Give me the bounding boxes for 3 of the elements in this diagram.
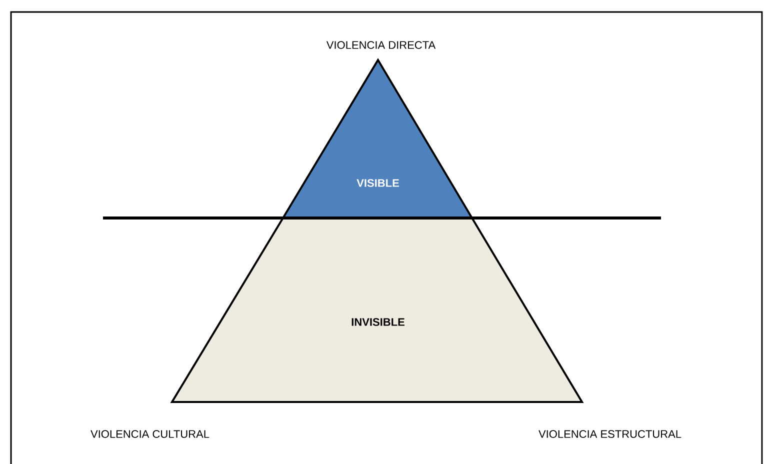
- corner-label: VIOLENCIA CULTURAL: [90, 430, 210, 438]
- corner-label: VIOLENCIA ESTRUCTURAL: [538, 430, 682, 438]
- corner-label: VIOLENCIA DIRECTA: [326, 41, 436, 49]
